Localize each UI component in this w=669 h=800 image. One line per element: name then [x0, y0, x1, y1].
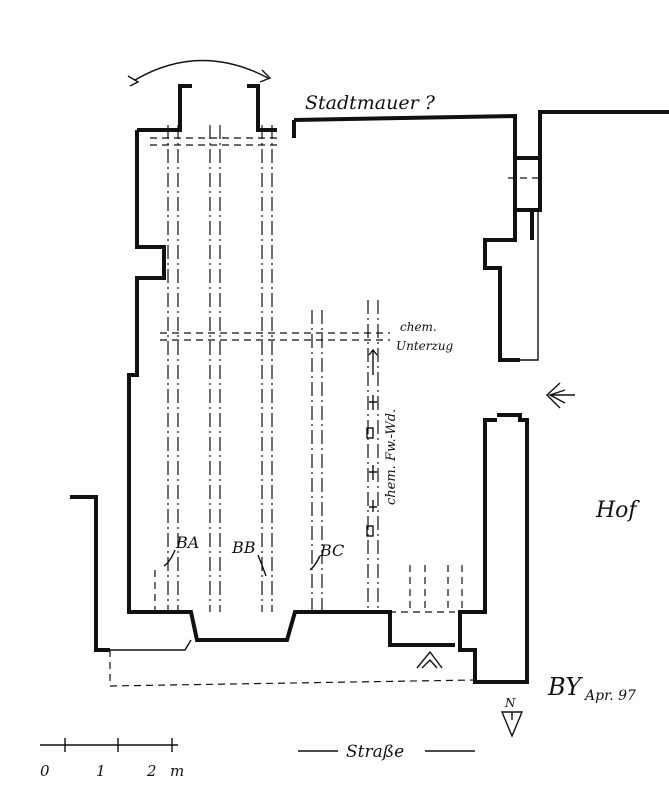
- east-wall-upper: [483, 110, 669, 362]
- courtyard-label: Hof: [595, 498, 640, 523]
- former-beam-label-line2: Unterzug: [396, 339, 454, 353]
- signature: BY: [547, 673, 583, 701]
- door-swing-arc: [134, 59, 269, 81]
- beam-label-c: BC: [319, 541, 344, 560]
- scale-bar: 0 1 2 m: [40, 738, 184, 780]
- entrance-arrow-east-icon: [545, 382, 575, 409]
- scale-tick-2: 2: [146, 762, 157, 780]
- beam-lines: [150, 125, 463, 613]
- beam-label-b: BB: [231, 538, 256, 557]
- north-arrow-icon: [500, 711, 524, 738]
- entrance-arrow-south-icon: [416, 650, 443, 669]
- west-wing-wall: [70, 495, 110, 652]
- east-wall-lower: [377, 413, 529, 684]
- north-arrow: N: [500, 696, 524, 738]
- arrow-left-icon: [127, 75, 140, 87]
- north-wall: [293, 113, 517, 158]
- date-label: Apr. 97: [583, 688, 636, 704]
- former-wall-label: chem. Fw.-Wd.: [384, 409, 399, 505]
- west-wall: [127, 130, 377, 642]
- beam-label-a: BA: [175, 533, 199, 552]
- west-wing-line: [96, 639, 192, 651]
- scale-tick-1: 1: [96, 762, 106, 780]
- scale-unit: m: [170, 762, 184, 780]
- wall-markers: [366, 348, 378, 537]
- street-label: Straße: [346, 742, 404, 762]
- arrow-right-icon: [259, 69, 272, 83]
- plot-line: [109, 650, 476, 687]
- beam-labels: BA BB BC: [163, 533, 344, 577]
- street-label-group: Straße: [298, 742, 475, 762]
- city-wall-label: Stadtmauer ?: [305, 92, 436, 114]
- scale-tick-0: 0: [40, 762, 50, 780]
- north-label: N: [504, 696, 516, 710]
- former-beam-label-line1: chem.: [400, 320, 437, 334]
- gate-passage: [127, 59, 277, 132]
